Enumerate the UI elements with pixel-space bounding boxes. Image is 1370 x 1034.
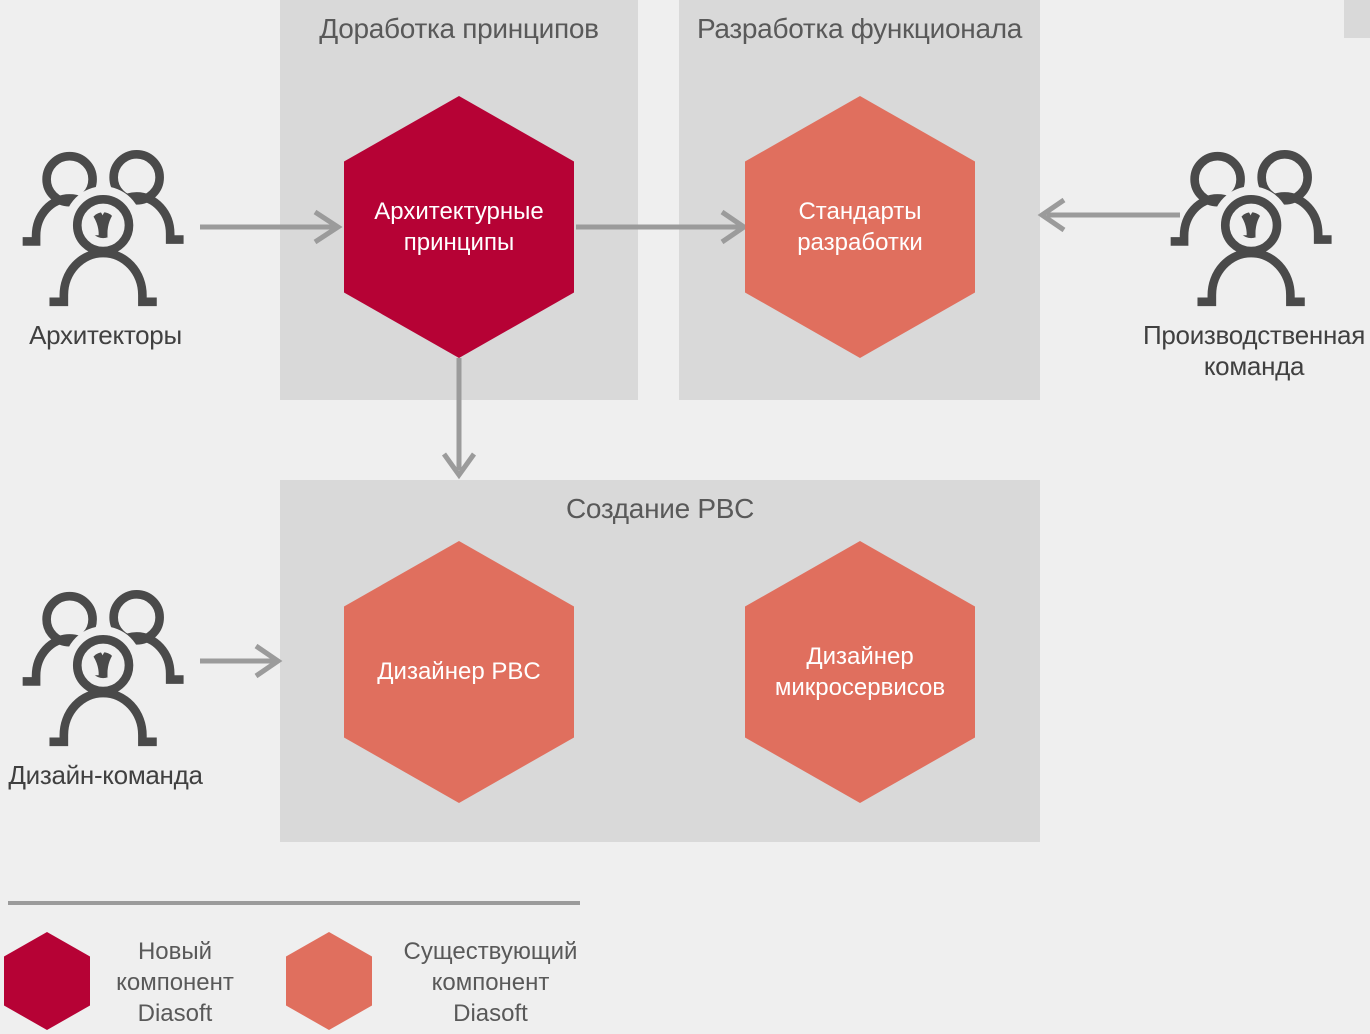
legend-hexagon-existing-component bbox=[286, 932, 372, 1030]
stage-box-fragment-corner bbox=[1344, 0, 1370, 38]
people-group-icon bbox=[22, 150, 184, 314]
actor-label: Производственная команда bbox=[1143, 320, 1365, 382]
stage-title: Разработка функционала bbox=[696, 13, 1023, 44]
people-group-icon bbox=[1170, 150, 1332, 314]
hexagon-label: Дизайнер PBC bbox=[377, 658, 541, 686]
actor-label: Дизайн-команда bbox=[8, 760, 203, 790]
hexagon-label: Дизайнер микросервисов bbox=[774, 642, 946, 701]
actor-design-team: Дизайн-команда bbox=[8, 586, 203, 791]
legend-label-new-component: Новый компонент Diasoft bbox=[116, 938, 234, 1028]
hexagon-pbc-designer: Дизайнер PBC bbox=[344, 541, 574, 803]
stage-title: Доработка принципов bbox=[319, 13, 599, 44]
hexagon-microservices-designer: Дизайнер микросервисов bbox=[745, 541, 975, 803]
people-group-icon bbox=[22, 590, 184, 754]
hexagon-label: Архитектурные принципы bbox=[374, 197, 544, 256]
legend-hexagon-new-component bbox=[4, 932, 90, 1030]
actor-production-team: Производственная команда bbox=[1138, 146, 1370, 382]
actor-label: Архитекторы bbox=[29, 320, 182, 350]
hexagon-label: Стандарты разработки bbox=[797, 197, 923, 256]
legend-divider-line bbox=[8, 901, 580, 905]
actor-architects: Архитекторы bbox=[8, 146, 203, 351]
arrow-design-team-to-create-pbc bbox=[200, 643, 283, 679]
legend-label-existing-component: Существующий компонент Diasoft bbox=[403, 938, 578, 1028]
stage-title: Создание PBC bbox=[565, 493, 755, 524]
